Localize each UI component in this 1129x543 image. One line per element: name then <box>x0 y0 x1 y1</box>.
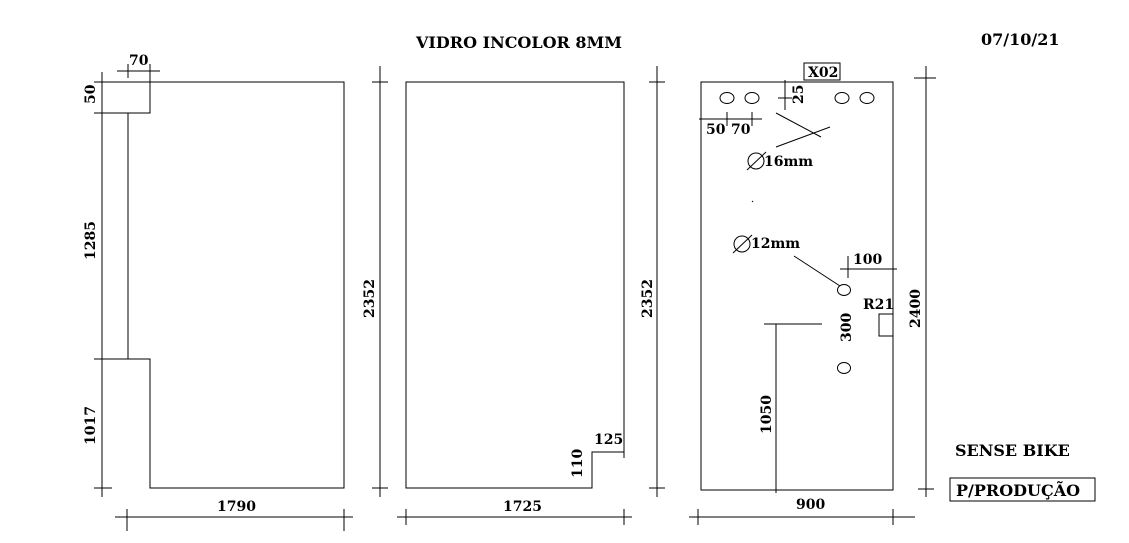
diameter-icon <box>747 152 765 170</box>
drawing-date: 07/10/21 <box>981 30 1059 49</box>
radius-notch <box>878 313 893 337</box>
hole <box>837 284 851 296</box>
panel-2-height-label: 2352 <box>362 279 378 318</box>
bottom-height-label: 1017 <box>83 406 99 445</box>
small-hole-label: 12mm <box>751 236 800 252</box>
marker-dot <box>751 200 754 203</box>
leader-line <box>775 112 822 138</box>
hole <box>834 92 850 104</box>
panel-2: 2352 125 110 1725 <box>362 66 632 525</box>
panel-3-left-height-label: 2352 <box>640 279 656 318</box>
leader-line <box>793 255 841 287</box>
stamp-box <box>949 477 1096 502</box>
notch-height-label: 110 <box>570 449 586 478</box>
drawing-title: VIDRO INCOLOR 8MM <box>415 33 622 52</box>
hole-gap-label: 300 <box>839 313 855 342</box>
hole-spacing-label: 70 <box>731 122 751 138</box>
panel-1: 70 50 1285 1017 1790 <box>83 53 353 531</box>
diameter-icon <box>732 234 753 254</box>
hole <box>719 92 735 104</box>
panel-1-width-label: 1790 <box>217 499 256 515</box>
panel-2-width-label: 1725 <box>503 499 542 515</box>
hole <box>859 92 875 104</box>
diameter-icon <box>733 235 751 253</box>
top-offset-label: 50 <box>83 84 99 104</box>
big-hole-label: 16mm <box>764 154 813 170</box>
notch-width-label: 70 <box>129 53 149 69</box>
diameter-icon <box>746 151 767 171</box>
radius-label: R21 <box>863 297 894 313</box>
client-label: SENSE BIKE <box>955 441 1070 460</box>
panel-3: 2352 X02 25 50 70 16mm 12mm <box>640 62 936 525</box>
hole <box>837 362 851 374</box>
notch-width-label: 125 <box>594 432 623 448</box>
bottom-height-label: 1050 <box>759 395 775 434</box>
notch-height-label: 1285 <box>83 221 99 260</box>
stamp-label: P/PRODUÇÃO <box>956 479 1080 500</box>
tag-box <box>803 62 841 81</box>
hole-offset-y-label: 25 <box>791 85 807 104</box>
panel-2-outline <box>405 81 625 489</box>
hole <box>744 92 760 104</box>
edge-offset-label: 100 <box>853 252 882 268</box>
panel-3-outline <box>700 81 894 491</box>
panel-1-outline <box>127 81 345 489</box>
leader-line <box>775 126 831 148</box>
panel-3-height-label: 2400 <box>908 289 924 328</box>
panel-3-width-label: 900 <box>796 497 825 513</box>
tag-label: X02 <box>808 65 838 81</box>
hole-offset-x-label: 50 <box>706 122 726 138</box>
